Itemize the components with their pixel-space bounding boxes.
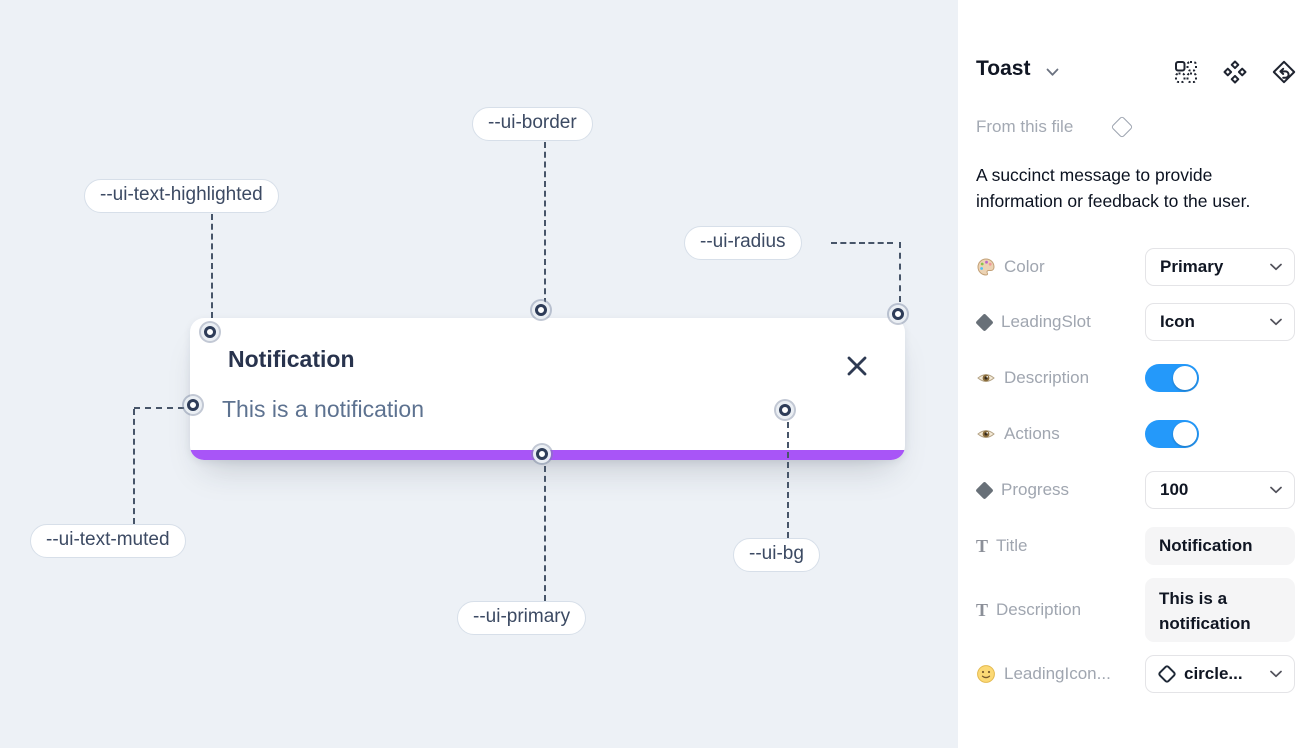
anchor-bg[interactable] xyxy=(779,404,791,416)
component-diamonds-icon[interactable] xyxy=(1223,60,1247,84)
diamond-icon xyxy=(975,480,994,500)
var-pill-ui-text-muted[interactable]: --ui-text-muted xyxy=(30,524,186,558)
prop-label: LeadingSlot xyxy=(1001,312,1091,331)
anchor-border[interactable] xyxy=(535,304,547,316)
var-pill-ui-radius[interactable]: --ui-radius xyxy=(684,226,802,260)
anchor-radius[interactable] xyxy=(892,308,904,320)
toast-description: This is a notification xyxy=(222,396,424,422)
prop-row-title: T Title Notification xyxy=(958,527,1312,565)
diamond-outline-icon xyxy=(1110,115,1134,139)
component-description: A succinct message to provide informatio… xyxy=(976,165,1251,211)
prop-row-leadingicon: LeadingIcon... circle... xyxy=(958,655,1312,693)
progress-select[interactable]: 100 xyxy=(1145,471,1295,509)
anchor-text-muted[interactable] xyxy=(187,399,199,411)
toast-component[interactable]: Notification This is a notification xyxy=(190,318,905,460)
eye-icon xyxy=(976,424,996,444)
prop-label: LeadingIcon... xyxy=(1004,664,1111,683)
prop-row-description-text: T Description This is a notification xyxy=(958,578,1312,642)
description-toggle[interactable] xyxy=(1145,364,1199,392)
prop-row-actions-toggle: Actions xyxy=(958,415,1312,453)
prop-row-description-toggle: Description xyxy=(958,359,1312,397)
color-select[interactable]: Primary xyxy=(1145,248,1295,286)
prop-label: Description xyxy=(1004,368,1090,387)
close-icon[interactable] xyxy=(845,354,869,378)
text-type-icon: T xyxy=(976,599,989,620)
smiley-icon xyxy=(976,664,996,684)
connector-text-highlighted xyxy=(211,214,213,318)
prop-label: Progress xyxy=(1001,480,1070,499)
chevron-down-icon xyxy=(1270,318,1282,326)
var-pill-ui-text-highlighted[interactable]: --ui-text-highlighted xyxy=(84,179,279,213)
toggle-knob xyxy=(1173,422,1197,446)
chevron-down-icon xyxy=(1270,670,1282,678)
title-input[interactable]: Notification xyxy=(1145,527,1295,565)
connector-text-muted-v xyxy=(133,409,135,524)
component-title[interactable]: Toast xyxy=(976,57,1031,80)
connector-border xyxy=(544,142,546,304)
anchor-text-highlighted[interactable] xyxy=(204,326,216,338)
prop-row-progress: Progress 100 xyxy=(958,471,1312,509)
prop-row-color: Color Primary xyxy=(958,248,1312,286)
var-pill-ui-primary[interactable]: --ui-primary xyxy=(457,601,587,635)
chevron-down-icon[interactable] xyxy=(1046,68,1059,77)
connector-primary xyxy=(544,466,546,601)
text-type-icon: T xyxy=(976,535,989,556)
diamond-swap-icon[interactable] xyxy=(1272,60,1296,84)
prop-label: Description xyxy=(996,600,1082,619)
var-pill-ui-border[interactable]: --ui-border xyxy=(472,107,593,141)
properties-panel: Toast xyxy=(958,0,1312,748)
chevron-down-icon xyxy=(1270,486,1282,494)
chevron-down-icon xyxy=(1270,263,1282,271)
leadingicon-select[interactable]: circle... xyxy=(1145,655,1295,693)
anchor-primary[interactable] xyxy=(536,448,548,460)
var-pill-ui-bg[interactable]: --ui-bg xyxy=(733,538,820,572)
leadingslot-select[interactable]: Icon xyxy=(1145,303,1295,341)
toggle-knob xyxy=(1173,366,1197,390)
palette-icon xyxy=(976,257,996,277)
prop-row-leadingslot: LeadingSlot Icon xyxy=(958,303,1312,341)
prop-label: Color xyxy=(1004,257,1045,276)
connector-radius-h xyxy=(831,242,893,244)
instance-grid-icon[interactable] xyxy=(1174,60,1198,84)
eye-icon xyxy=(976,368,996,388)
connector-text-muted-h xyxy=(134,407,184,409)
prop-label: Title xyxy=(996,536,1028,555)
diamond-icon xyxy=(975,312,994,332)
connector-bg xyxy=(787,422,789,538)
diamond-outline-icon xyxy=(1157,664,1177,684)
actions-toggle[interactable] xyxy=(1145,420,1199,448)
connector-radius-v xyxy=(899,242,901,302)
source-label: From this file xyxy=(976,117,1074,136)
toast-title: Notification xyxy=(228,346,355,372)
description-input[interactable]: This is a notification xyxy=(1145,578,1295,642)
design-canvas[interactable]: Notification This is a notification --ui… xyxy=(0,0,958,748)
prop-label: Actions xyxy=(1004,424,1060,443)
